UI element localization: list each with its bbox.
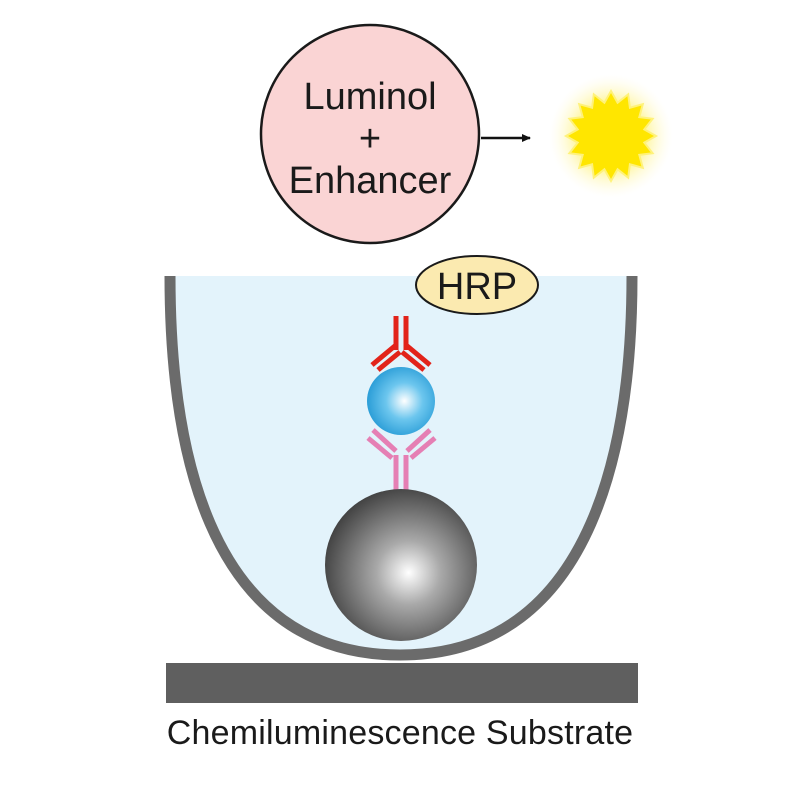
substrate-plate	[166, 663, 638, 703]
hrp-label: HRP	[437, 266, 517, 308]
reaction-well	[164, 275, 638, 661]
luminol-enhancer-circle: Luminol + Enhancer	[259, 23, 481, 245]
diagram-caption: Chemiluminescence Substrate	[166, 714, 634, 752]
well-liquid	[170, 276, 632, 655]
light-burst-icon	[549, 74, 673, 198]
hrp-enzyme: HRP	[415, 255, 539, 315]
well-wall	[164, 275, 638, 661]
plus-label: +	[359, 118, 381, 160]
magnetic-bead	[325, 489, 477, 641]
antigen-bead	[367, 367, 435, 435]
enhancer-label: Enhancer	[289, 160, 452, 202]
detection-antibody-icon	[370, 316, 432, 372]
capture-antibody-icon	[366, 428, 437, 492]
luminol-label: Luminol	[303, 76, 436, 118]
